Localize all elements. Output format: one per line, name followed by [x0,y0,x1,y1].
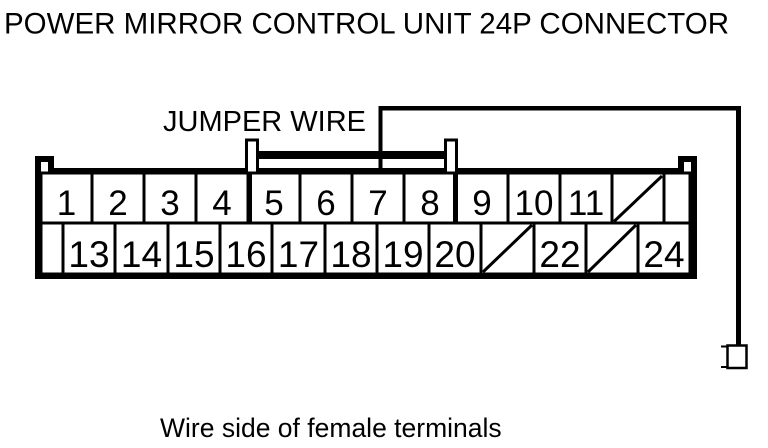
pin-label-10: 10 [515,184,554,223]
diagram-title: POWER MIRROR CONTROL UNIT 24P CONNECTOR [4,8,729,41]
connector-bottom-row: 13 14 15 16 17 18 19 20 22 24 [39,221,692,276]
connector-body: 1 2 3 4 5 6 7 8 9 10 11 [35,156,697,279]
pin-label-20: 20 [434,234,475,275]
pin-cell-1 [39,171,94,225]
pin-label-4: 4 [212,184,231,223]
pin-cell-24 [636,221,692,276]
pin-label-13: 13 [68,234,109,275]
pin-label-9: 9 [472,184,491,223]
caption: Wire side of female terminals [160,413,502,443]
pin-label-1: 1 [57,184,76,223]
not-used-slash-icon [612,174,664,223]
not-used-slash-icon [586,223,638,274]
pin-cell-13 [61,221,117,276]
jumper-wire-label: JUMPER WIRE [163,106,366,138]
pin-label-6: 6 [316,184,335,223]
not-used-slash-icon [481,223,534,274]
pin-label-19: 19 [382,234,423,275]
pin-cell-5 [246,171,302,225]
pin-label-24: 24 [643,234,684,275]
pin-cell-2 [90,171,146,225]
jumper-wire-symbol [245,138,458,223]
pin-cell-17 [270,221,327,276]
pin-label-18: 18 [330,234,371,275]
test-wire [378,105,748,370]
pin-cell-19 [375,221,431,276]
pin-label-17: 17 [278,234,319,275]
pin-cell-4 [194,171,250,225]
pin-label-5: 5 [264,184,283,223]
pin-label-8: 8 [420,184,439,223]
pin-label-11: 11 [568,184,604,223]
keying-cell-bottom-left [39,221,65,276]
pin-label-7: 7 [368,184,387,223]
jumper-prong-left [245,138,259,175]
pin-label-15: 15 [173,234,214,275]
terminal-probe-square [726,344,748,370]
jumper-prong-right [444,138,458,175]
pin-cell-14 [113,221,170,276]
keying-cell-top-right [662,171,692,225]
pin-label-22: 22 [539,234,580,275]
pin-cell-16 [218,221,274,276]
pin-label-14: 14 [121,234,162,275]
jumper-wire-bar [257,151,447,159]
connector-top-row: 1 2 3 4 5 6 7 8 9 10 11 [39,171,692,225]
pin-cell-15 [166,221,222,276]
pin-label-16: 16 [225,234,266,275]
pin-label-3: 3 [160,184,179,223]
pin-label-2: 2 [108,184,127,223]
